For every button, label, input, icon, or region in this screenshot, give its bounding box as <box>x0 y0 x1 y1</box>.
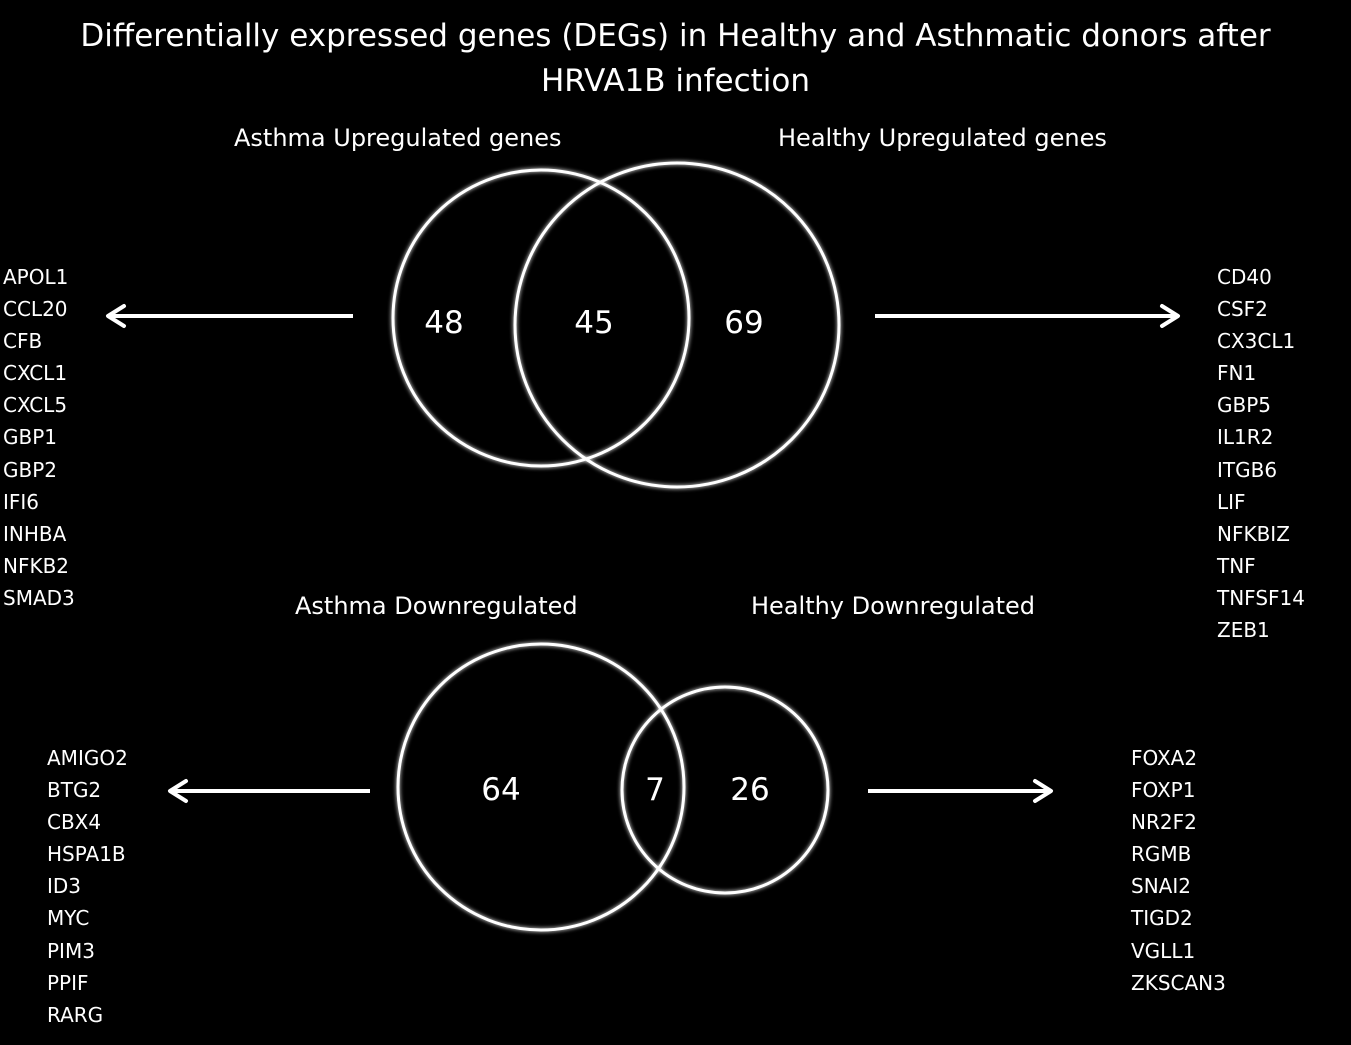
gene-item: LIF <box>1217 489 1246 514</box>
gene-item: FOXA2 <box>1131 746 1198 770</box>
healthy-down-label: Healthy Downregulated <box>751 592 1035 620</box>
healthy-down-only-count: 26 <box>730 772 770 808</box>
gene-item: PIM3 <box>47 938 95 963</box>
asthma-up-label: Asthma Upregulated genes <box>234 124 562 152</box>
shared-down-count: 7 <box>645 772 665 808</box>
gene-item: TIGD2 <box>1131 906 1193 931</box>
gene-item: RGMB <box>1131 842 1192 867</box>
arrow-left-up <box>106 304 353 328</box>
gene-item: SMAD3 <box>3 585 75 610</box>
arrow-left-down <box>168 779 370 803</box>
gene-item: INHBA <box>3 521 67 546</box>
gene-item: CSF2 <box>1217 297 1268 322</box>
gene-item: CXCL1 <box>3 361 68 386</box>
asthma-up-circle <box>391 168 691 468</box>
gene-item: PPIF <box>47 970 89 995</box>
gene-item: FOXP1 <box>1131 778 1196 803</box>
asthma-up-only-count: 48 <box>424 305 464 341</box>
gene-item: TNF <box>1217 553 1256 578</box>
gene-item: IFI6 <box>3 489 40 514</box>
gene-item: ID3 <box>47 874 82 899</box>
title-line-1: Differentially expressed genes (DEGs) in… <box>80 18 1271 54</box>
gene-item: RARG <box>47 1002 104 1027</box>
gene-item: CD40 <box>1217 265 1272 289</box>
gene-item: GBP1 <box>3 425 58 450</box>
gene-item: TNFSF14 <box>1217 585 1305 610</box>
gene-item: CCL20 <box>3 297 68 322</box>
gene-item: BTG2 <box>47 778 102 803</box>
asthma-down-label: Asthma Downregulated <box>295 592 578 620</box>
gene-item: GBP5 <box>1217 393 1272 418</box>
arrow-right-up <box>875 304 1180 328</box>
healthy-up-label: Healthy Upregulated genes <box>778 124 1107 152</box>
gene-item: IL1R2 <box>1217 425 1274 450</box>
gene-item: VGLL1 <box>1131 938 1196 963</box>
gene-item: NFKB2 <box>3 553 70 578</box>
asthma-down-only-count: 64 <box>481 772 521 808</box>
gene-item: ITGB6 <box>1217 457 1278 482</box>
shared-up-count: 45 <box>574 305 614 341</box>
gene-item: CXCL5 <box>3 393 68 418</box>
gene-item: CBX4 <box>47 810 102 835</box>
gene-item: AMIGO2 <box>47 746 128 770</box>
title-line-2: HRVA1B infection <box>540 63 811 99</box>
healthy-up-only-count: 69 <box>724 305 764 341</box>
gene-item: GBP2 <box>3 457 58 482</box>
healthy-up-circle <box>513 161 841 489</box>
gene-item: APOL1 <box>3 265 69 289</box>
healthy-down-circle <box>620 685 830 895</box>
gene-item: CFB <box>3 329 43 354</box>
figure-title: Differentially expressed genes (DEGs) in… <box>0 14 1351 104</box>
gene-item: NFKBIZ <box>1217 521 1290 546</box>
gene-item: HSPA1B <box>47 842 126 867</box>
gene-item: MYC <box>47 906 90 931</box>
gene-item: NR2F2 <box>1131 810 1197 835</box>
gene-item: ZEB1 <box>1217 618 1270 643</box>
gene-item: FN1 <box>1217 361 1257 386</box>
gene-item: SNAI2 <box>1131 874 1191 899</box>
gene-item: ZKSCAN3 <box>1131 970 1226 995</box>
gene-item: CX3CL1 <box>1217 329 1296 354</box>
arrow-right-down <box>868 779 1053 803</box>
asthma-down-circle <box>396 642 686 932</box>
